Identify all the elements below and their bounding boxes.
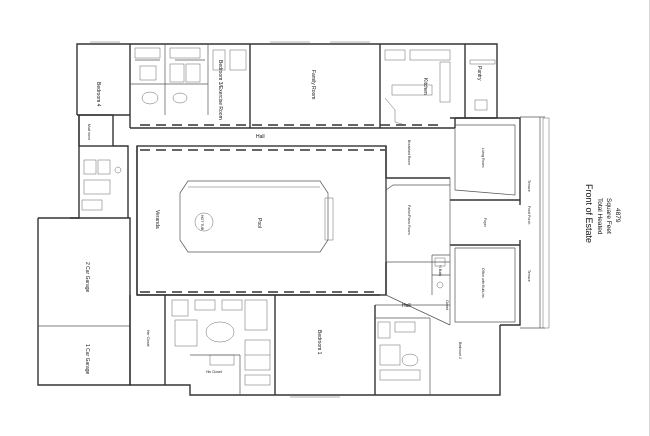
label-his-closet: His Closet [206,370,222,374]
label-family-room: Family Room [310,70,316,99]
room-labels: Bedroom 4 Bedroom 3/Exercise Room Family… [84,60,531,375]
label-foyer: Foyer [483,218,487,228]
fixtures [81,41,496,398]
label-breakfast-room: Breakfast Room [407,140,411,165]
front-of-estate-block: Front of Estate Total Heated Square Feet… [584,184,621,243]
label-terrace-top: Terrace [527,180,531,192]
label-bedroom3: Bedroom 3/Exercise Room [217,60,223,120]
label-living-room: Living Room [481,148,485,168]
label-bedroom4: Bedroom 4 [95,82,101,107]
label-parlor-piano-room: Parlor/Piano Room [407,205,411,235]
label-closet: Closet [445,300,449,310]
label-half-bath: ½ Bath [438,265,442,276]
label-front-porch: Front Porch [527,206,531,224]
interior-walls [129,44,550,395]
label-hall-bottom: Hall [402,303,411,309]
label-kitchen: Kitchen [422,78,428,95]
label-bedroom1: Bedroom 1 [316,330,322,355]
front-line2: Square Feet [605,198,612,234]
pool [179,180,334,253]
label-pool: Pool [256,218,262,228]
label-her-closet: Her Closet [146,330,150,347]
label-one-car-garage: 1 Car Garage [84,344,90,375]
label-bedroom2: Bedroom 2 [458,342,462,359]
exterior-walls [37,43,521,396]
label-terrace-bottom: Terrace [527,270,531,282]
front-title: Front of Estate [584,184,594,243]
label-veranda: Veranda [154,210,160,229]
label-pantry: Pantry [476,66,482,81]
label-mud-room: Mud room [87,124,91,140]
label-two-car-garage: 2 Car Garage [84,262,90,293]
label-office: Office with Built-ins [481,268,485,298]
front-sqft: 4879 [614,208,621,223]
label-hall-top: Hall [256,134,265,140]
front-line1: Total Heated [596,198,603,235]
label-hot-tub: HOT TUB [200,215,204,231]
